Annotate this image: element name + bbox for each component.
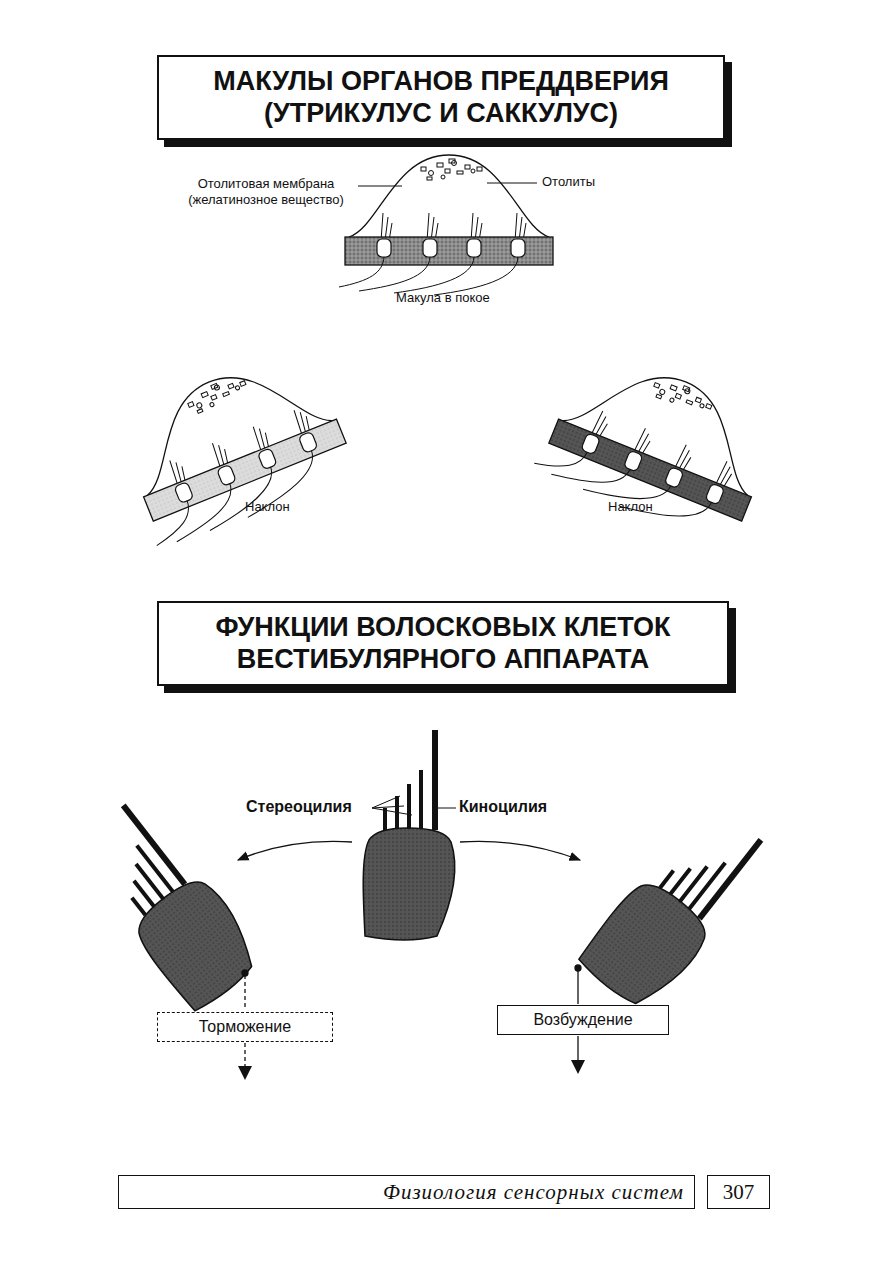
- hair-cell-inhibited: [67, 793, 269, 1015]
- caption-label: Макула в покое: [396, 290, 490, 306]
- box-text: Возбуждение: [533, 1011, 632, 1029]
- leader-line: [358, 186, 402, 187]
- box-text: МАКУЛЫ ОРГАНОВ ПРЕДДВЕРИЯ (УТРИКУЛУС И С…: [173, 65, 709, 130]
- page-number-box: 307: [707, 1175, 770, 1209]
- leader-line: [372, 796, 412, 815]
- footer-box: Физиология сенсорных систем: [118, 1175, 695, 1209]
- title-box: ФУНКЦИИ ВОЛОСКОВЫХ КЛЕТОК ВЕСТИБУЛЯРНОГО…: [157, 601, 729, 686]
- box-text: Торможение: [199, 1018, 291, 1036]
- deflection-arrow: [460, 841, 580, 860]
- box-text: 307: [723, 1180, 755, 1205]
- deflection-arrow: [238, 841, 352, 860]
- leader-line: [438, 808, 456, 809]
- macula-tilt-right: [531, 341, 782, 551]
- arrow-head: [571, 1060, 585, 1074]
- caption-label: Наклон: [245, 499, 290, 515]
- macula-tilt-left: [107, 343, 358, 553]
- hair-cell-excited: [575, 796, 777, 1018]
- part-label: Стереоцилия: [246, 797, 352, 817]
- state-box: Возбуждение: [497, 1005, 669, 1035]
- state-box: Торможение: [157, 1012, 333, 1042]
- part-label: Отолиты: [542, 174, 595, 190]
- box-text: ФУНКЦИИ ВОЛОСКОВЫХ КЛЕТОК ВЕСТИБУЛЯРНОГО…: [173, 611, 713, 676]
- box-text: Физиология сенсорных систем: [383, 1180, 684, 1205]
- caption-label: Наклон: [608, 499, 653, 515]
- leader-line: [487, 183, 537, 184]
- part-label: Отолитовая мембрана (желатинозное вещест…: [176, 176, 356, 209]
- hair-cell-rest: [363, 730, 455, 940]
- title-box: МАКУЛЫ ОРГАНОВ ПРЕДДВЕРИЯ (УТРИКУЛУС И С…: [157, 55, 725, 140]
- arrow-head: [238, 1066, 252, 1080]
- part-label: Киноцилия: [459, 797, 547, 817]
- macula-rest: [339, 155, 553, 295]
